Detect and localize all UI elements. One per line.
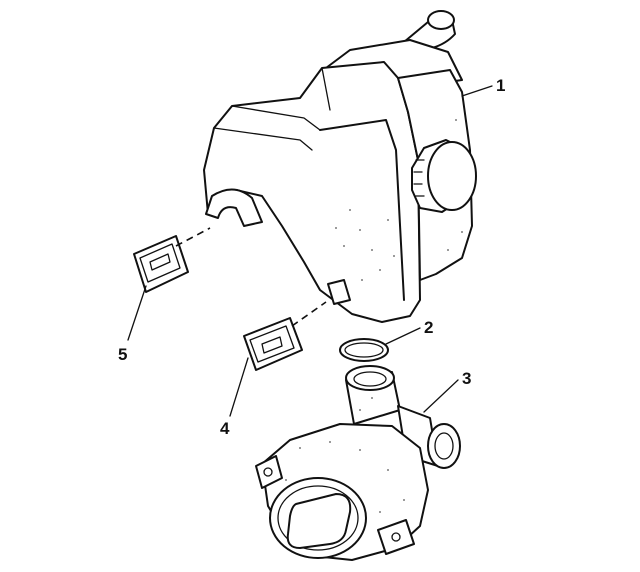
leader-line-2 <box>385 327 421 345</box>
o-ring-seal <box>339 338 389 362</box>
reservoir-cap <box>411 139 477 213</box>
pump-body <box>255 365 461 561</box>
retaining-clip-upper <box>133 227 211 293</box>
leader-line-3 <box>423 379 459 413</box>
leader-line-4 <box>229 357 249 417</box>
leader-lines <box>127 85 493 417</box>
callout-4: 4 <box>220 419 230 438</box>
reservoir-tank <box>203 10 477 323</box>
callout-1: 1 <box>496 76 505 95</box>
callout-5: 5 <box>118 345 127 364</box>
leader-line-5 <box>127 285 147 341</box>
retaining-clip-lower <box>243 301 327 371</box>
callout-3: 3 <box>462 369 471 388</box>
callout-2: 2 <box>424 318 433 337</box>
leader-line-1 <box>461 85 493 97</box>
